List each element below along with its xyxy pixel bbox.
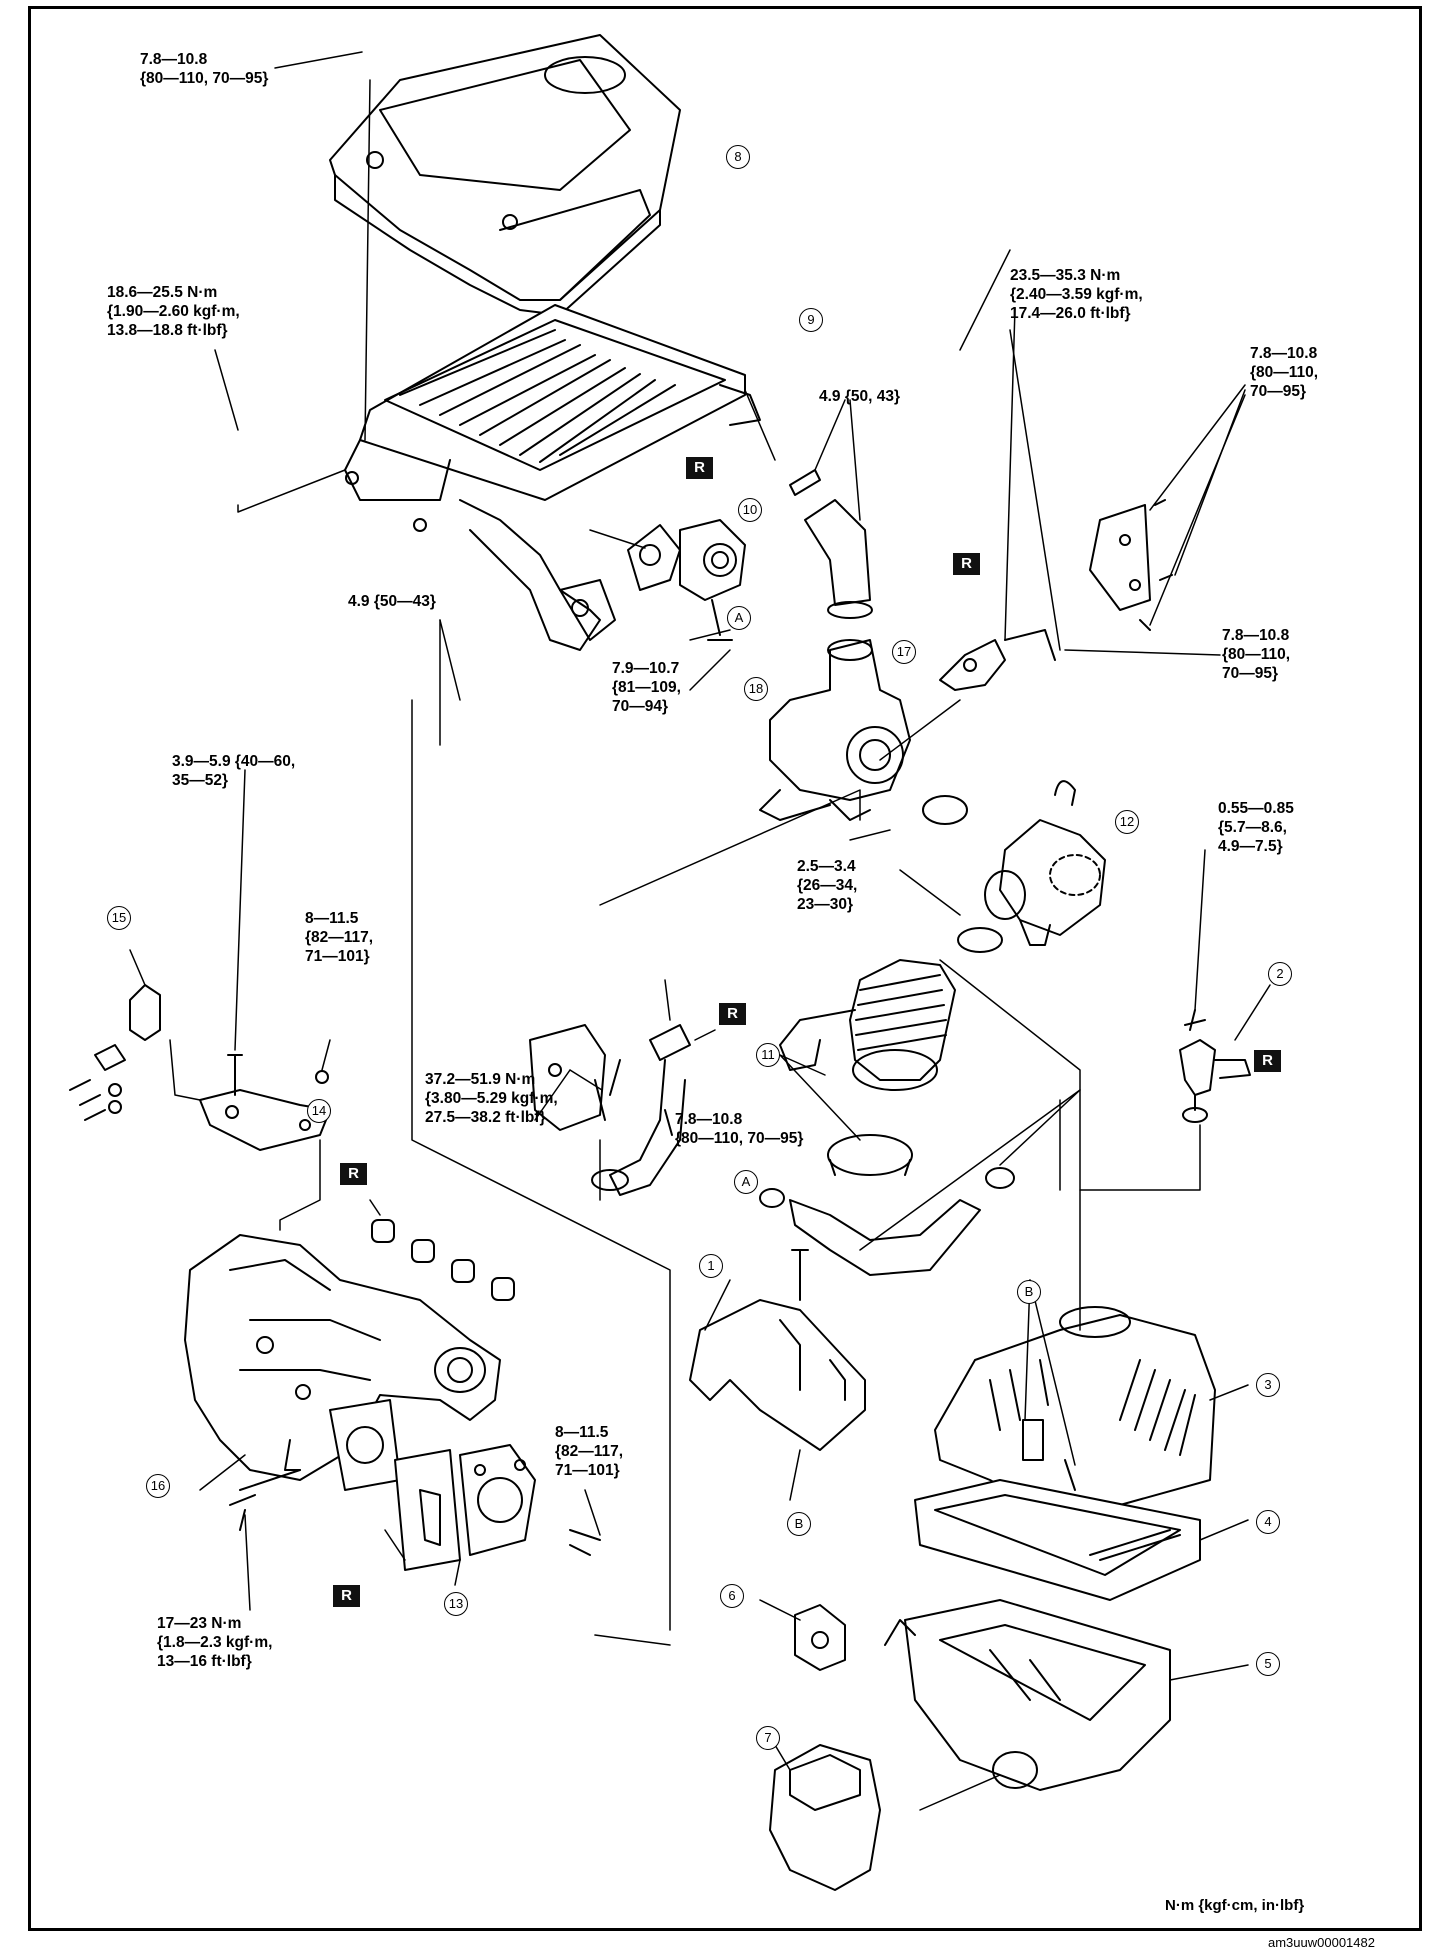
ref-letter-a-hose: A: [734, 1170, 758, 1194]
units-legend: N·m {kgf·cm, in·lbf}: [1165, 1897, 1305, 1914]
engine-cover-part: [329, 34, 681, 316]
air-intake-duct-part: [769, 1744, 881, 1891]
part-callout-2: 2: [1268, 962, 1292, 986]
maf-sensor-part: [1179, 1009, 1251, 1123]
air-cleaner-cover-part: [934, 1306, 1216, 1521]
air-hose-part: [779, 959, 956, 1176]
hose-clamp-part: [922, 780, 1076, 953]
turbocharger-part: [759, 639, 911, 821]
intake-shutter-valve-part: [229, 1399, 601, 1571]
replace-badge-valve-gasket: R: [333, 1585, 360, 1607]
replace-badge-egr-gasket: R: [686, 457, 713, 479]
part-callout-10: 10: [738, 498, 762, 522]
part-callout-4: 4: [1256, 1510, 1280, 1534]
replace-badge-turbo-washer: R: [953, 553, 980, 575]
heat-shield-part: [689, 1249, 866, 1451]
throttle-body-part: [984, 819, 1106, 946]
ref-letter-b-shield: B: [787, 1512, 811, 1536]
replace-badge-intake-gaskets: R: [340, 1163, 367, 1185]
part-callout-15: 15: [107, 906, 131, 930]
solenoid-bracket-part: [199, 1054, 331, 1151]
torque-spec-egr-bolt: 7.9—10.7 {81—109, 70—94}: [612, 660, 681, 715]
torque-spec-intercooler-bolt: 18.6—25.5 N·m {1.90—2.60 kgf·m, 13.8—18.…: [107, 284, 240, 339]
part-callout-13: 13: [444, 1592, 468, 1616]
torque-spec-manifold-bolt: 17—23 N·m {1.8—2.3 kgf·m, 13—16 ft·lbf}: [157, 1615, 273, 1670]
part-callout-16: 16: [146, 1474, 170, 1498]
leader-lines: [129, 51, 1271, 1811]
part-callout-5: 5: [1256, 1652, 1280, 1676]
egr-valve-part: [679, 519, 746, 641]
torque-spec-maf-screw: 0.55—0.85 {5.7—8.6, 4.9—7.5}: [1218, 800, 1294, 855]
solenoid-valve-part: [69, 984, 161, 1121]
intake-gasket-part: [371, 1219, 515, 1301]
torque-spec-bracket-bolt-upper: 7.8—10.8 {80—110, 70—95}: [1250, 345, 1319, 400]
part-callout-6: 6: [720, 1584, 744, 1608]
oil-pipe-part: [939, 629, 1056, 691]
egr-pipe-part: [529, 1024, 691, 1196]
replace-badge-egr-pipe-gasket: R: [719, 1003, 746, 1025]
torque-spec-bracket-bolt-lower: 7.8—10.8 {80—110, 70—95}: [1222, 627, 1291, 682]
breather-hose-part: [759, 1167, 1015, 1276]
torque-spec-throttle-clamp: 2.5—3.4 {26—34, 23—30}: [797, 858, 858, 913]
figure-code: am3uuw00001482: [1268, 1935, 1375, 1950]
torque-spec-turbo-nut: 23.5—35.3 N·m {2.40—3.59 kgf·m, 17.4—26.…: [1010, 267, 1143, 322]
replace-badge-maf-oring: R: [1254, 1050, 1281, 1072]
part-callout-3: 3: [1256, 1373, 1280, 1397]
air-cleaner-case-part: [884, 1599, 1171, 1791]
part-callout-11: 11: [756, 1043, 780, 1067]
torque-spec-valve-bolt: 8—11.5 {82—117, 71—101}: [555, 1424, 624, 1479]
torque-spec-egr-pipe-stud: 7.8—10.8 {80—110, 70—95}: [675, 1111, 804, 1147]
ref-letter-a-egr: A: [727, 606, 751, 630]
torque-spec-cover-bolt: 7.8—10.8 {80—110, 70—95}: [140, 51, 269, 87]
bracket-part: [1089, 499, 1173, 631]
torque-spec-egr-pipe-bolt: 37.2—51.9 N·m {3.80—5.29 kgf·m, 27.5—38.…: [425, 1071, 558, 1126]
part-callout-8: 8: [726, 145, 750, 169]
rubber-mount-part: [794, 1604, 846, 1671]
intercooler-part: [344, 304, 761, 651]
torque-spec-hose-clamp-upper: 4.9 {50, 43}: [819, 388, 901, 405]
intercooler-hose-part: [789, 469, 873, 619]
part-callout-1: 1: [699, 1254, 723, 1278]
part-callout-18: 18: [744, 677, 768, 701]
torque-spec-solenoid-bolt: 3.9—5.9 {40—60, 35—52}: [172, 753, 296, 789]
ref-letter-b-cover: B: [1017, 1280, 1041, 1304]
diagram-frame: [28, 6, 1422, 1931]
torque-spec-bracket-nut: 8—11.5 {82—117, 71—101}: [305, 910, 374, 965]
part-callout-7: 7: [756, 1726, 780, 1750]
part-callout-9: 9: [799, 308, 823, 332]
part-callout-14: 14: [307, 1099, 331, 1123]
gasket-part: [627, 524, 681, 591]
air-filter-element-part: [914, 1479, 1201, 1601]
part-callout-12: 12: [1115, 810, 1139, 834]
torque-spec-hose-clamp-left: 4.9 {50—43}: [348, 593, 436, 610]
part-callout-17: 17: [892, 640, 916, 664]
intake-manifold-part: [184, 1234, 501, 1481]
